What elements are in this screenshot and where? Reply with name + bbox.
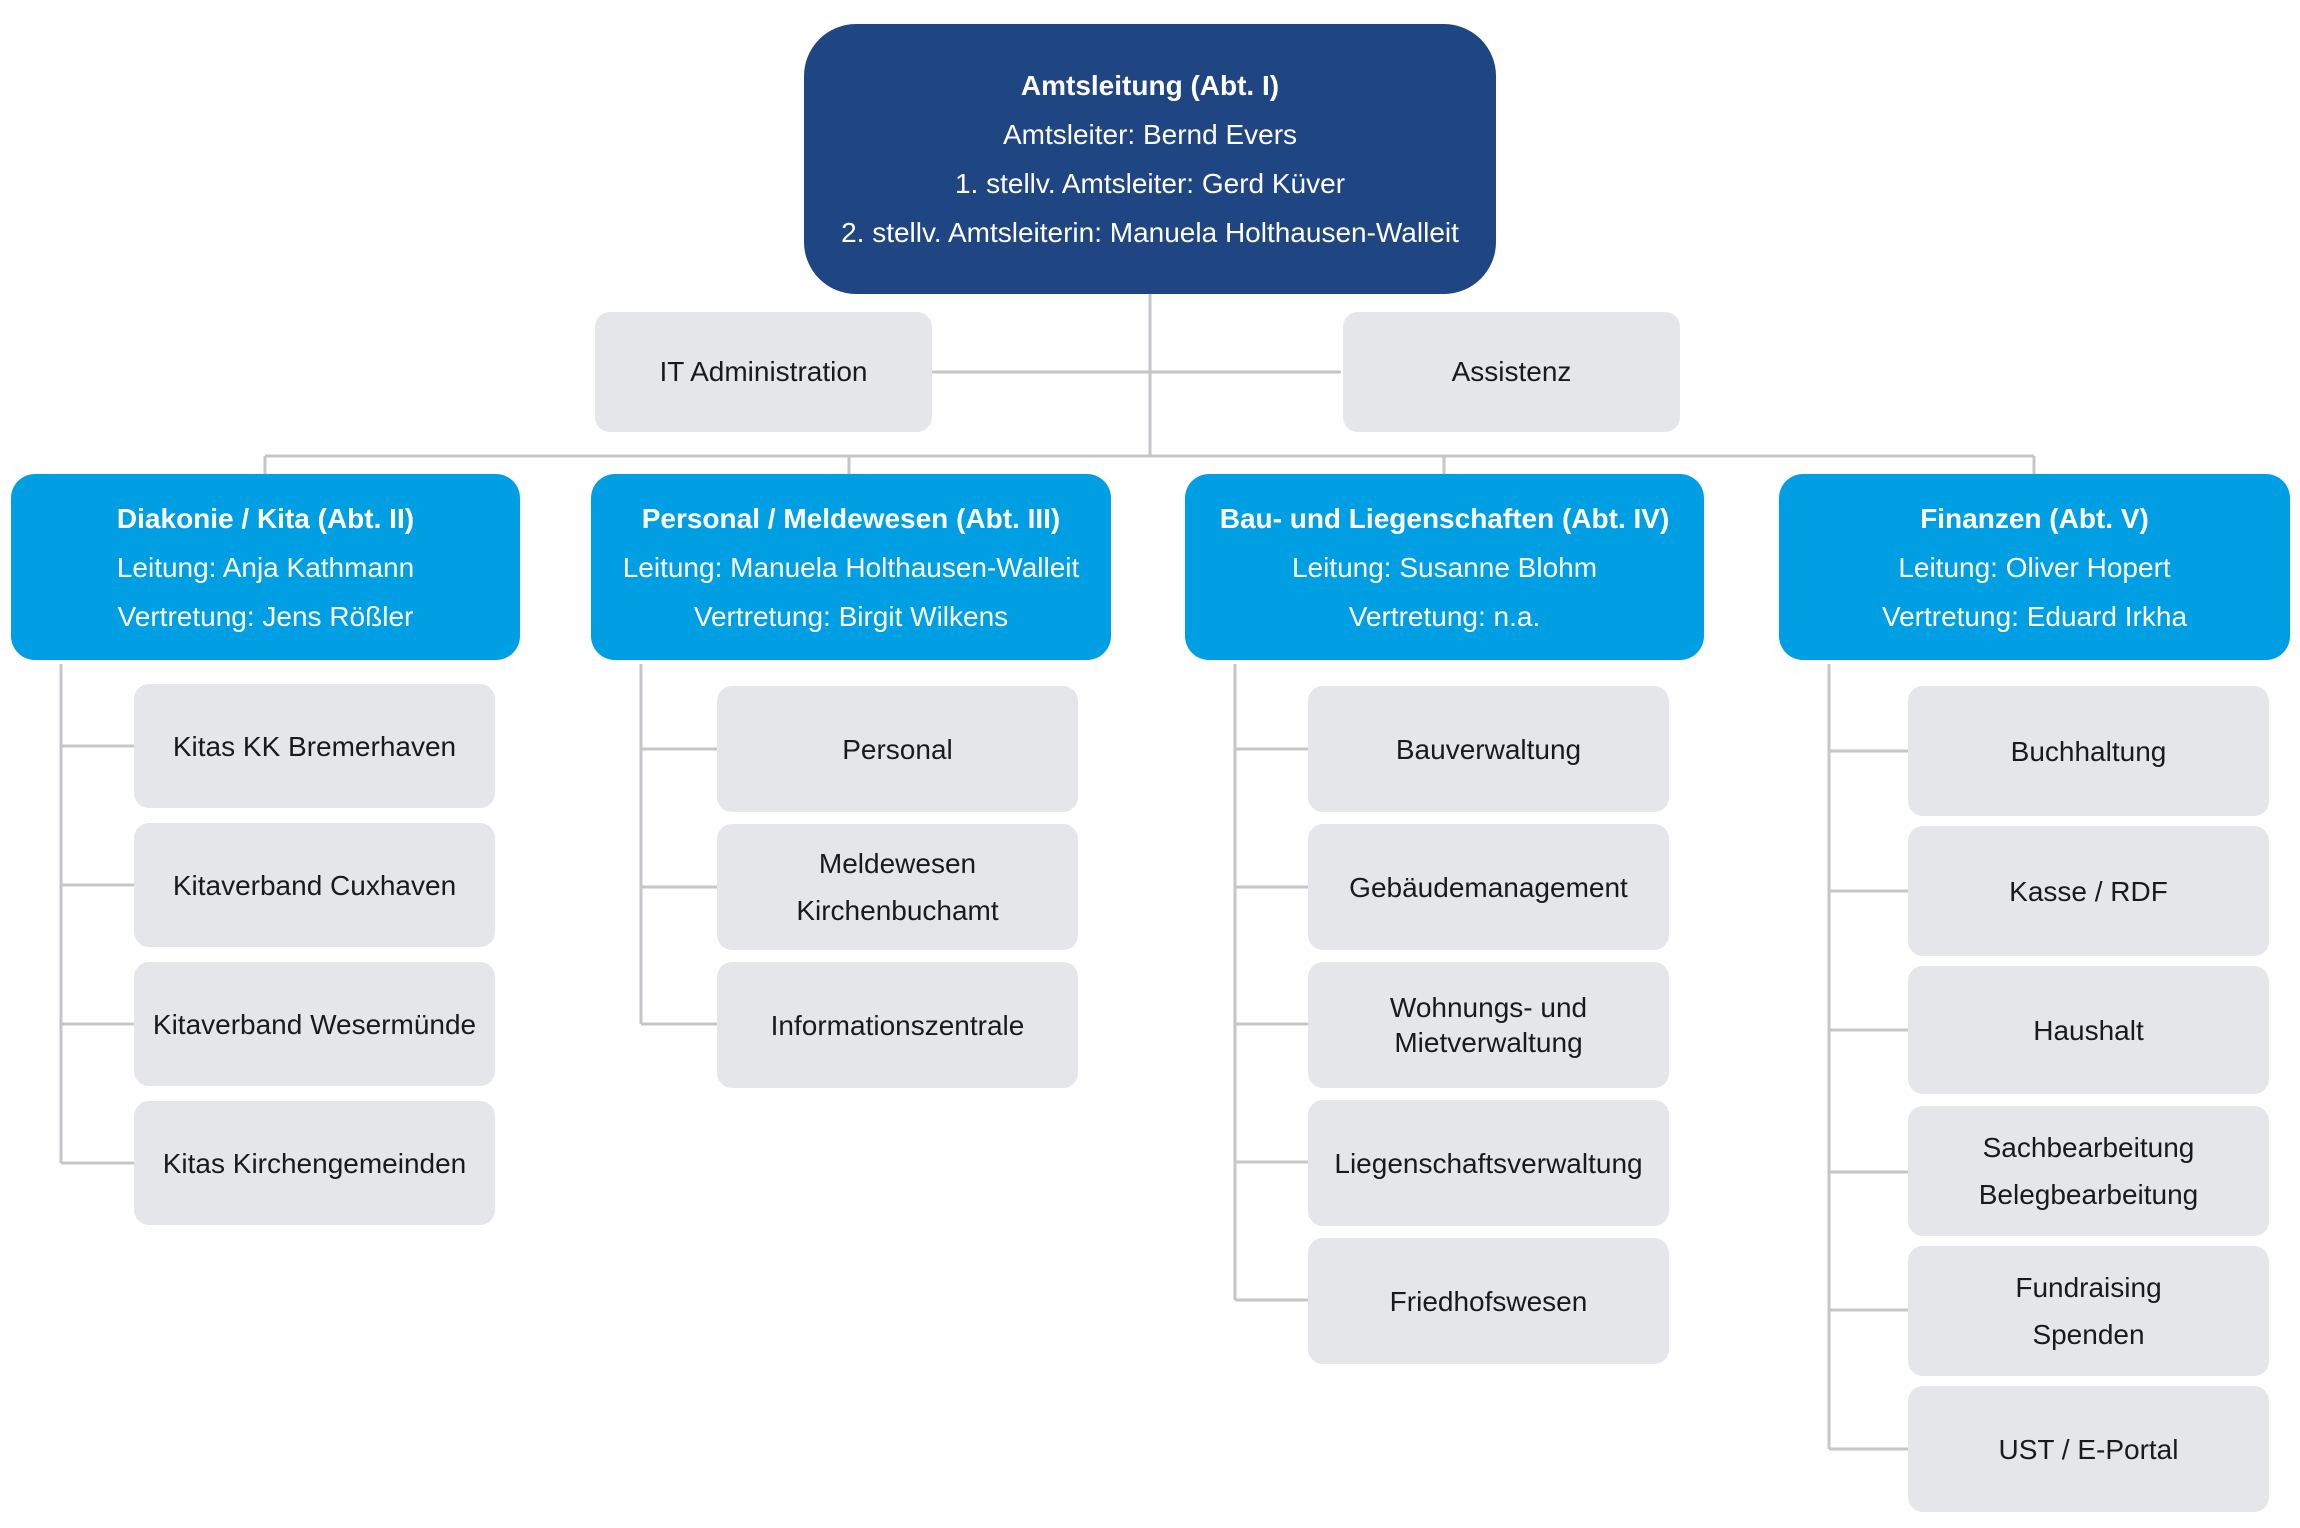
- staff-assistant-label: Assistenz: [1451, 356, 1572, 387]
- unit-label: Buchhaltung: [2010, 735, 2167, 767]
- unit-label: Kitas KK Bremerhaven: [172, 730, 457, 762]
- unit-label: Fundraising: [2015, 1272, 2162, 1303]
- unit-box: Bauverwaltung: [1308, 686, 1669, 812]
- department-deputy: Vertretung: Jens Rößler: [117, 600, 414, 632]
- unit-label-line2: Belegbearbeitung: [1978, 1179, 2199, 1210]
- unit-label-line2: Spenden: [2032, 1319, 2145, 1350]
- unit-box: Meldewesen Kirchenbuchamt: [717, 824, 1078, 950]
- unit-box: Personal: [717, 686, 1078, 812]
- staff-assistant: Assistenz: [1343, 312, 1680, 432]
- unit-label: Liegenschaftsverwaltung: [1334, 1147, 1643, 1179]
- unit-label: Gebäudemanagement: [1349, 871, 1628, 903]
- unit-label-line2: Mietverwaltung: [1394, 1027, 1583, 1058]
- unit-label: Kitaverband Wesermünde: [152, 1008, 477, 1040]
- unit-label: Wohnungs- und: [1389, 992, 1588, 1023]
- unit-box: Liegenschaftsverwaltung: [1308, 1100, 1669, 1226]
- unit-label: Kitaverband Cuxhaven: [172, 869, 457, 901]
- unit-box: Fundraising Spenden: [1908, 1246, 2269, 1376]
- unit-box: Informationszentrale: [717, 962, 1078, 1088]
- office-management-box: Amtsleitung (Abt. I) Amtsleiter: Bernd E…: [804, 24, 1496, 294]
- department-lead: Leitung: Oliver Hopert: [1898, 551, 2171, 583]
- unit-box: Kitaverband Wesermünde: [134, 962, 495, 1086]
- staff-it-administration: IT Administration: [595, 312, 932, 432]
- department-abt-5: Finanzen (Abt. V) Leitung: Oliver Hopert…: [1779, 474, 2290, 660]
- department-deputy: Vertretung: Eduard Irkha: [1881, 600, 2188, 632]
- unit-box: Sachbearbeitung Belegbearbeitung: [1908, 1106, 2269, 1236]
- department-abt-4: Bau- und Liegenschaften (Abt. IV) Leitun…: [1185, 474, 1704, 660]
- unit-box: Haushalt: [1908, 966, 2269, 1094]
- unit-label-line2: Kirchenbuchamt: [796, 895, 999, 926]
- unit-label: Kitas Kirchengemeinden: [162, 1147, 467, 1179]
- unit-box: Kasse / RDF: [1908, 826, 2269, 956]
- unit-box: UST / E-Portal: [1908, 1386, 2269, 1512]
- unit-label: Personal: [842, 733, 953, 765]
- unit-label: Sachbearbeitung: [1982, 1132, 2195, 1163]
- department-title: Diakonie / Kita (Abt. II): [116, 502, 415, 534]
- unit-box: Wohnungs- und Mietverwaltung: [1308, 962, 1669, 1088]
- office-second-deputy: 2. stellv. Amtsleiterin: Manuela Holthau…: [841, 217, 1459, 248]
- unit-label: Friedhofswesen: [1389, 1285, 1588, 1317]
- unit-box: Kitas KK Bremerhaven: [134, 684, 495, 808]
- staff-it-administration-label: IT Administration: [659, 356, 868, 387]
- unit-box: Gebäudemanagement: [1308, 824, 1669, 950]
- unit-box: Buchhaltung: [1908, 686, 2269, 816]
- department-deputy: Vertretung: n.a.: [1348, 600, 1541, 632]
- unit-label: Kasse / RDF: [2009, 875, 2168, 907]
- office-first-deputy: 1. stellv. Amtsleiter: Gerd Küver: [954, 168, 1346, 199]
- office-management-title: Amtsleitung (Abt. I): [1020, 70, 1280, 101]
- department-lead: Leitung: Anja Kathmann: [116, 551, 415, 583]
- department-abt-3: Personal / Meldewesen (Abt. III) Leitung…: [591, 474, 1111, 660]
- department-title: Personal / Meldewesen (Abt. III): [641, 502, 1061, 534]
- department-lead: Leitung: Susanne Blohm: [1291, 551, 1598, 583]
- unit-box: Friedhofswesen: [1308, 1238, 1669, 1364]
- unit-label: Haushalt: [2033, 1014, 2144, 1046]
- unit-label: Bauverwaltung: [1395, 733, 1582, 765]
- department-deputy: Vertretung: Birgit Wilkens: [693, 600, 1009, 632]
- department-lead: Leitung: Manuela Holthausen-Walleit: [622, 551, 1080, 583]
- department-abt-2: Diakonie / Kita (Abt. II) Leitung: Anja …: [11, 474, 520, 660]
- unit-box: Kitaverband Cuxhaven: [134, 823, 495, 947]
- unit-label: Informationszentrale: [770, 1009, 1025, 1041]
- unit-box: Kitas Kirchengemeinden: [134, 1101, 495, 1225]
- unit-label: Meldewesen: [818, 848, 977, 879]
- department-title: Finanzen (Abt. V): [1920, 502, 2149, 534]
- department-title: Bau- und Liegenschaften (Abt. IV): [1219, 502, 1670, 534]
- unit-label: UST / E-Portal: [1998, 1433, 2179, 1465]
- office-head: Amtsleiter: Bernd Evers: [1002, 119, 1298, 150]
